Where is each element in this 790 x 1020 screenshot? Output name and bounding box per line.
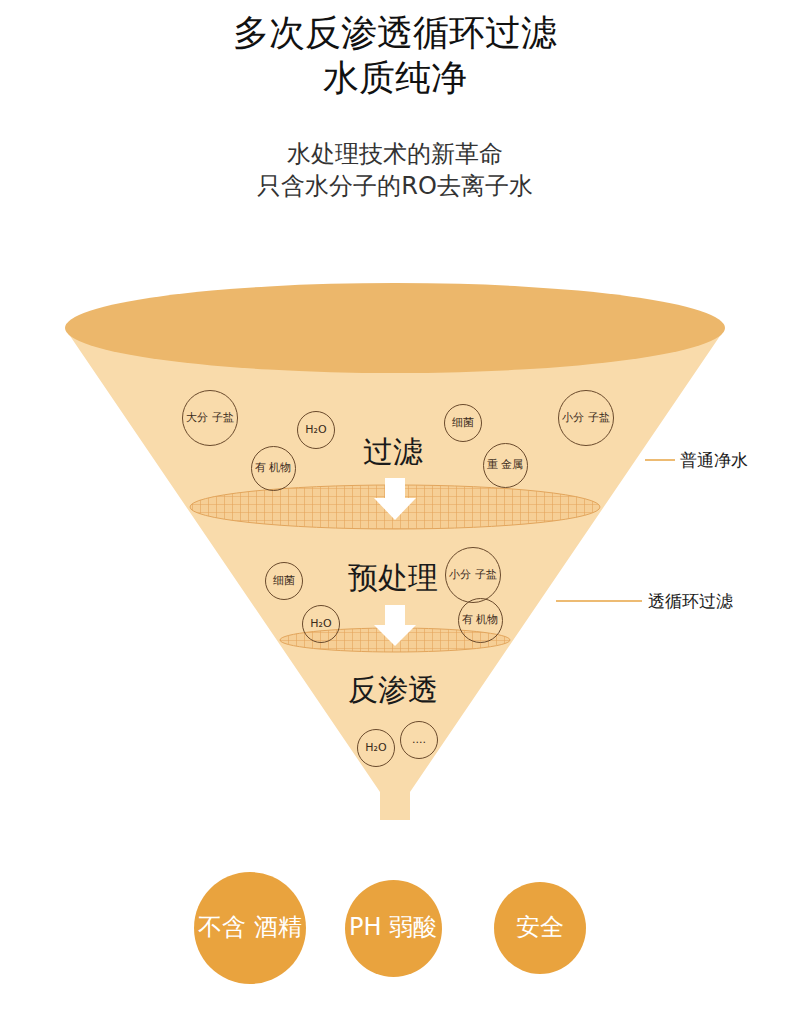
circle-text: 不含 酒精 (198, 914, 302, 942)
down-arrow (374, 605, 416, 646)
down-arrow (374, 478, 416, 520)
particle-circle: 重 金属 (483, 443, 528, 488)
particle-circle: 大分 子盐 (182, 390, 238, 446)
particle-circle: 小分 子盐 (445, 547, 501, 603)
circle-text: 大分 子盐 (186, 412, 234, 424)
particle-circle: 有 机物 (458, 598, 503, 643)
circle-text: 细菌 (452, 417, 474, 429)
circle-text: 有 机物 (462, 614, 499, 626)
particle-circle: .... (400, 721, 438, 759)
circle-text: H₂O (365, 742, 386, 754)
circle-text: H₂O (310, 618, 331, 630)
particle-circle: H₂O (357, 729, 395, 767)
circle-text: H₂O (305, 424, 326, 436)
circle-text: PH 弱酸 (349, 914, 437, 942)
particle-circle: H₂O (302, 605, 340, 643)
side-label: 普通净水 (680, 450, 748, 470)
stage-label: 反渗透 (348, 672, 438, 708)
stage-label: 预处理 (348, 560, 438, 596)
feature-circle: 安全 (494, 882, 586, 974)
leader-line (645, 459, 675, 461)
funnel-top (65, 283, 725, 373)
particle-circle: H₂O (297, 411, 335, 449)
title: 多次反渗透循环过滤 水质纯净 (195, 10, 595, 100)
leader-line (556, 600, 642, 602)
feature-circle: PH 弱酸 (345, 880, 442, 977)
feature-circle: 不含 酒精 (194, 872, 306, 984)
circle-text: 细菌 (273, 575, 295, 587)
circle-text: .... (412, 734, 426, 746)
circle-text: 有 机物 (255, 462, 292, 474)
circle-text: 小分 子盐 (562, 412, 610, 424)
particle-circle: 小分 子盐 (558, 390, 614, 446)
circle-text: 重 金属 (487, 459, 524, 471)
stage-label: 过滤 (363, 434, 423, 470)
circle-text: 小分 子盐 (449, 569, 497, 581)
circle-text: 安全 (516, 914, 564, 942)
particle-circle: 细菌 (265, 562, 303, 600)
particle-circle: 有 机物 (251, 446, 296, 491)
subtitle: 水处理技术的新革命 只含水分子的RO去离子水 (195, 138, 595, 202)
side-label: 透循环过滤 (648, 591, 733, 611)
funnel-body (66, 330, 724, 820)
particle-circle: 细菌 (444, 404, 482, 442)
